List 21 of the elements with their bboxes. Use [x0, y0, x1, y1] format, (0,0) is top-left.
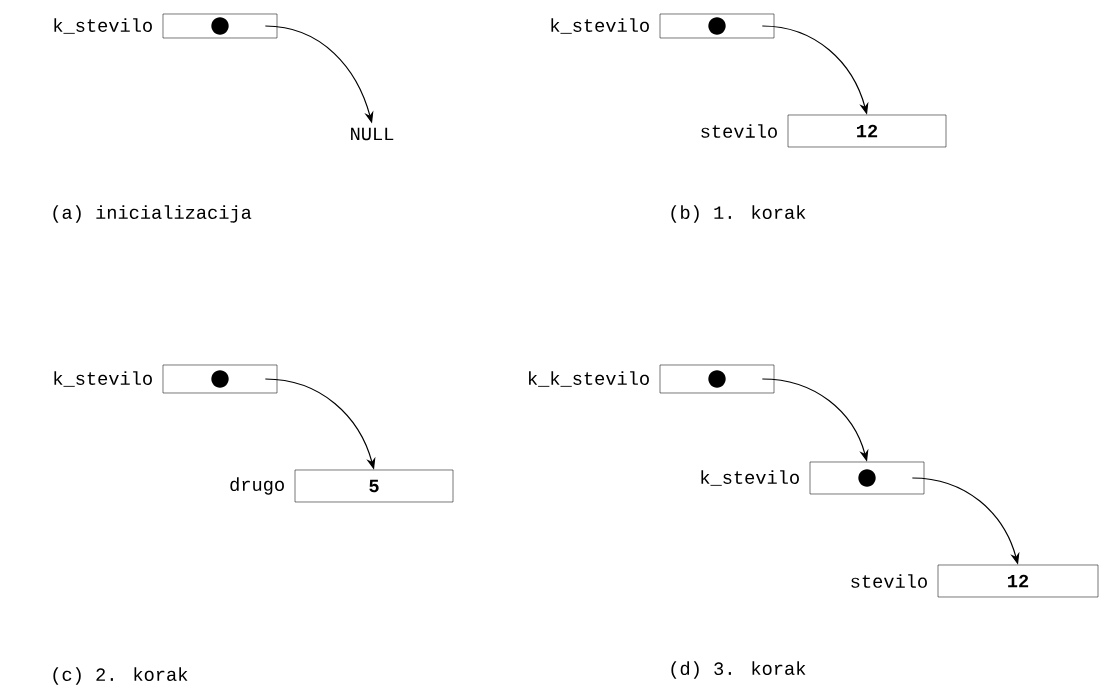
pointer-box — [659, 364, 775, 394]
pointer-box — [162, 364, 278, 394]
caption: (c) 2. korak — [53, 667, 188, 685]
pointer-box — [809, 461, 925, 495]
variable-name: k_stevilo — [54, 371, 152, 387]
pointer-box — [162, 13, 278, 39]
variable-name: k_stevilo — [54, 18, 152, 34]
value-box: 5 — [294, 469, 454, 503]
variable-name: drugo — [230, 477, 284, 495]
variable-name: k_k_stevilo — [529, 371, 649, 387]
caption: (d) 3. korak — [671, 661, 806, 679]
variable-name: k_stevilo — [701, 470, 799, 486]
variable-name: stevilo — [701, 124, 777, 138]
pointer-box — [659, 13, 775, 39]
value-box: 12 — [937, 564, 1099, 598]
caption: (a) inicializacija — [53, 205, 252, 223]
null-text: NULL — [351, 127, 394, 141]
caption: (b) 1. korak — [671, 205, 806, 223]
variable-name: k_stevilo — [551, 18, 649, 34]
value-box: 12 — [787, 114, 947, 148]
variable-name: stevilo — [851, 574, 927, 588]
